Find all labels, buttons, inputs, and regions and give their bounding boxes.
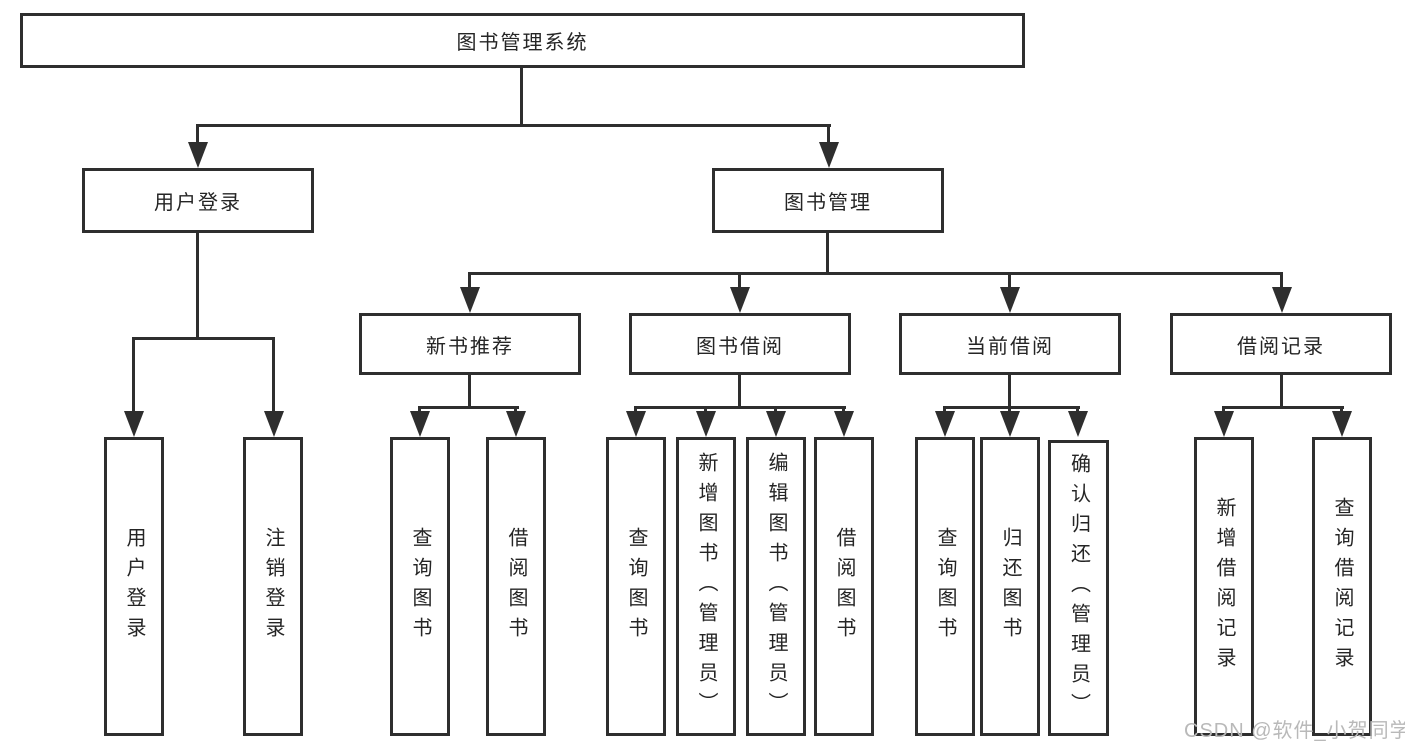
node-add-borrow-record-label: 新增借阅记录 <box>1213 496 1235 677</box>
node-edit-books-admin-label: 编辑图书（管理员） <box>765 451 787 722</box>
connector-line <box>418 406 519 409</box>
connector-line <box>272 337 275 413</box>
node-query-borrow-record-label: 查询借阅记录 <box>1331 496 1353 677</box>
node-return-books: 归还图书 <box>980 437 1040 736</box>
node-logout-leaf-label: 注销登录 <box>262 526 284 647</box>
csdn-watermark: CSDN @软件_小贺同学 <box>1184 720 1405 742</box>
node-library-system-label: 图书管理系统 <box>456 32 589 54</box>
node-current-borrowing-label: 当前借阅 <box>966 335 1054 358</box>
node-borrowing-records-label: 借阅记录 <box>1237 335 1325 358</box>
arrow-down-icon <box>1332 411 1352 437</box>
node-book-management: 图书管理 <box>712 168 944 233</box>
node-edit-books-admin: 编辑图书（管理员） <box>746 437 806 736</box>
connector-line <box>418 406 421 413</box>
connector-line <box>827 124 830 146</box>
arrow-down-icon <box>766 411 786 437</box>
arrow-down-icon <box>188 142 208 168</box>
arrow-down-icon <box>834 411 854 437</box>
arrow-down-icon <box>935 411 955 437</box>
node-logout-leaf: 注销登录 <box>243 437 303 736</box>
connector-line <box>738 375 741 406</box>
node-query-books-recommend-label: 查询图书 <box>409 526 431 647</box>
connector-line <box>634 406 846 409</box>
connector-line <box>704 406 707 413</box>
node-query-books-borrow-label: 查询图书 <box>625 526 647 647</box>
connector-line <box>196 233 199 337</box>
arrow-down-icon <box>819 142 839 168</box>
connector-line <box>943 406 1080 409</box>
node-user-login-label: 用户登录 <box>154 192 242 214</box>
connector-line <box>774 406 777 413</box>
arrow-down-icon <box>506 411 526 437</box>
connector-line <box>738 272 741 288</box>
connector-line <box>1280 375 1283 406</box>
arrow-down-icon <box>1000 411 1020 437</box>
connector-line <box>1076 406 1079 413</box>
node-add-books-admin: 新增图书（管理员） <box>676 437 736 736</box>
connector-line <box>1008 272 1011 288</box>
node-book-borrowing-label: 图书借阅 <box>696 335 784 358</box>
node-query-books-current: 查询图书 <box>915 437 975 736</box>
connector-line <box>196 124 199 146</box>
connector-line <box>468 272 1282 275</box>
connector-line <box>514 406 517 413</box>
node-borrow-books-leaf-label: 借阅图书 <box>833 526 855 647</box>
node-user-login-leaf-label: 用户登录 <box>123 526 145 647</box>
node-query-borrow-record: 查询借阅记录 <box>1312 437 1372 736</box>
arrow-down-icon <box>626 411 646 437</box>
node-book-management-label: 图书管理 <box>784 192 872 214</box>
node-current-borrowing: 当前借阅 <box>899 313 1121 375</box>
node-add-books-admin-label: 新增图书（管理员） <box>695 451 717 722</box>
arrow-down-icon <box>1272 287 1292 313</box>
connector-line <box>468 375 471 406</box>
node-new-book-recommendation-label: 新书推荐 <box>426 335 514 358</box>
arrow-down-icon <box>1000 287 1020 313</box>
node-return-books-label: 归还图书 <box>999 526 1021 647</box>
connector-line <box>842 406 845 413</box>
node-library-system: 图书管理系统 <box>20 13 1025 68</box>
node-new-book-recommendation: 新书推荐 <box>359 313 581 375</box>
node-confirm-return-admin-label: 确认归还（管理员） <box>1067 453 1090 723</box>
arrow-down-icon <box>730 287 750 313</box>
arrow-down-icon <box>460 287 480 313</box>
node-add-borrow-record: 新增借阅记录 <box>1194 437 1254 736</box>
node-borrow-books-leaf: 借阅图书 <box>814 437 874 736</box>
connector-line <box>1222 406 1225 413</box>
arrow-down-icon <box>696 411 716 437</box>
connector-line <box>132 337 275 340</box>
node-borrow-books-recommend: 借阅图书 <box>486 437 546 736</box>
arrow-down-icon <box>410 411 430 437</box>
arrow-down-icon <box>1214 411 1234 437</box>
arrow-down-icon <box>124 411 144 437</box>
connector-line <box>826 233 829 272</box>
connector-line <box>1008 375 1011 406</box>
connector-line <box>1280 272 1283 288</box>
node-borrowing-records: 借阅记录 <box>1170 313 1392 375</box>
arrow-down-icon <box>1068 411 1088 437</box>
node-borrow-books-recommend-label: 借阅图书 <box>505 526 527 647</box>
node-book-borrowing: 图书借阅 <box>629 313 851 375</box>
connector-line <box>1340 406 1343 413</box>
connector-line <box>468 272 471 288</box>
connector-line <box>132 337 135 413</box>
connector-line <box>943 406 946 413</box>
node-query-books-current-label: 查询图书 <box>934 526 956 647</box>
connector-line <box>196 124 831 127</box>
node-confirm-return-admin: 确认归还（管理员） <box>1048 440 1109 736</box>
connector-line <box>520 68 523 124</box>
node-query-books-recommend: 查询图书 <box>390 437 450 736</box>
connector-line <box>1008 406 1011 413</box>
node-user-login: 用户登录 <box>82 168 314 233</box>
connector-line <box>634 406 637 413</box>
connector-line <box>1222 406 1344 409</box>
arrow-down-icon <box>264 411 284 437</box>
node-user-login-leaf: 用户登录 <box>104 437 164 736</box>
node-query-books-borrow: 查询图书 <box>606 437 666 736</box>
